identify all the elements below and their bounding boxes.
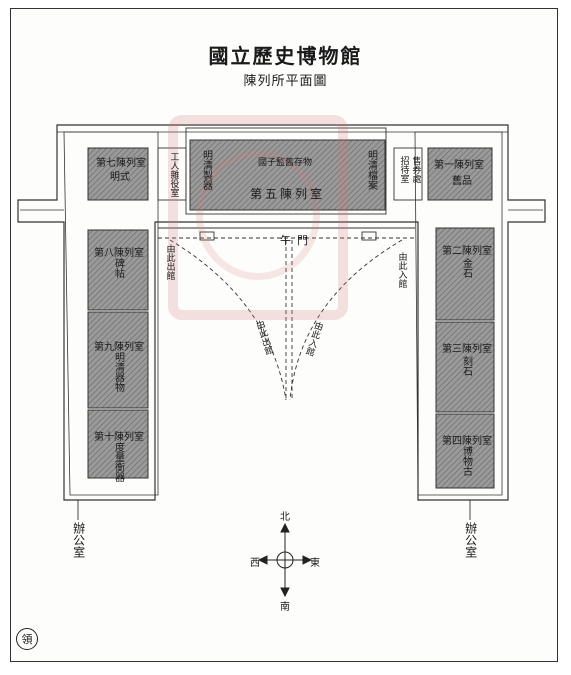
tool-room-label: 工人雜役室 <box>168 152 179 197</box>
room3-label: 第三陳列室 <box>442 344 492 355</box>
entrance-right-label: 由此入館 <box>396 252 407 288</box>
compass-north: 北 <box>280 512 290 523</box>
compass-rose <box>257 522 313 598</box>
room4-sub: 博物古 <box>460 446 472 476</box>
room5-right-label: 明清檔案 <box>365 150 377 190</box>
map-subtitle: 陳列所平面圖 <box>243 74 328 89</box>
room7-sub: 明式 <box>110 172 130 183</box>
reception-label: 招待室 <box>398 156 409 183</box>
room4-label: 第四陳列室 <box>442 436 492 447</box>
compass-south: 南 <box>280 602 290 613</box>
tickets-label: 售券處 <box>410 156 421 183</box>
room-block-3 <box>435 321 495 413</box>
office-left-label: 辦公室 <box>71 522 86 558</box>
room-block-8 <box>87 229 149 311</box>
walk-paths <box>169 239 403 401</box>
room1-label: 第一陳列室 <box>434 160 484 171</box>
room5-sub: 國子監舊存物 <box>258 158 313 168</box>
room5-label: 第五陳列室 <box>250 187 326 201</box>
map-title: 國立歷史博物館 <box>208 44 363 68</box>
office-arrows <box>77 500 471 520</box>
room-block-1 <box>427 147 493 201</box>
room7-label: 第七陳列室 <box>96 158 146 169</box>
wumen-label: 午門 <box>280 234 314 247</box>
room-block-7 <box>87 147 149 201</box>
room2-sub: 金石 <box>460 258 472 278</box>
room5-left-label: 明清製器 <box>200 150 212 190</box>
outer-walls <box>17 124 546 501</box>
exit-left-label: 由此出館 <box>164 244 175 280</box>
office-right-label: 辦公室 <box>463 522 478 558</box>
room-block-2 <box>435 227 495 321</box>
room8-label: 第八陳列室 <box>94 248 144 259</box>
room2-label: 第二陳列室 <box>442 246 492 257</box>
compass-east: 東 <box>310 558 320 569</box>
room-blocks <box>87 139 495 489</box>
corner-mark: 領 <box>16 628 38 650</box>
room1-sub: 舊品 <box>452 176 472 187</box>
room10-label: 第十陳列室 <box>94 432 144 443</box>
red-seal-stamp <box>168 115 348 320</box>
room-block-10 <box>87 409 149 479</box>
room-block-9 <box>87 311 149 409</box>
room-block-4 <box>435 413 495 489</box>
room9-sub: 明清器物 <box>112 352 124 392</box>
red-seal-inner <box>196 150 320 280</box>
room10-sub: 度量衡器 <box>112 442 124 482</box>
room3-sub: 刻石 <box>460 356 472 376</box>
compass-west: 西 <box>250 558 260 569</box>
room8-sub: 碑帖 <box>112 258 124 278</box>
room9-label: 第九陳列室 <box>94 342 144 353</box>
